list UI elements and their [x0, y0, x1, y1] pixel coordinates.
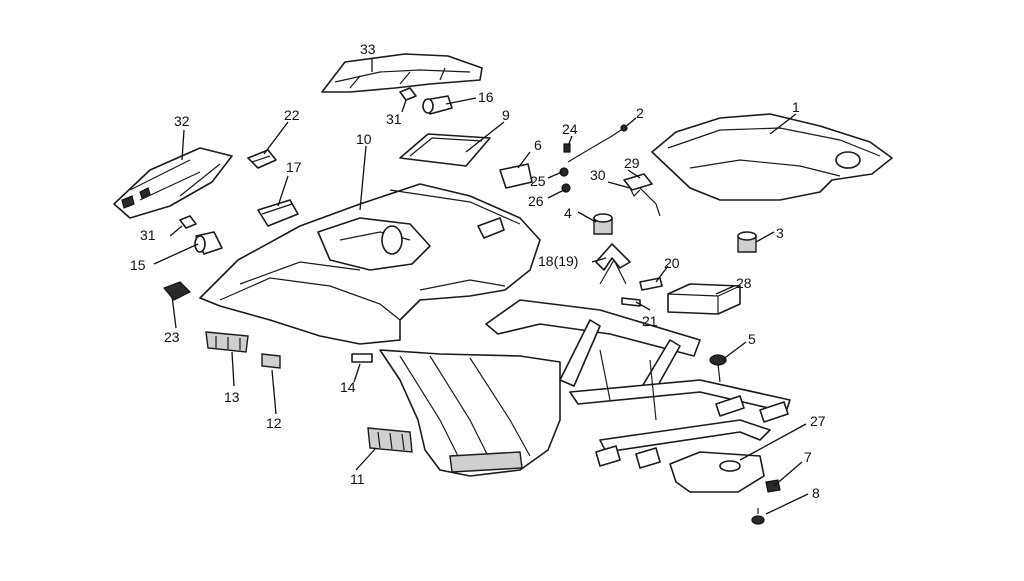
part-20-tab — [639, 277, 663, 291]
callout-11: 11 — [350, 471, 365, 487]
part-29-latch — [623, 173, 661, 217]
part-18-19-stay — [595, 243, 631, 285]
callout-15: 15 — [130, 257, 146, 273]
leader-lines — [153, 58, 809, 515]
callout-10: 10 — [356, 131, 372, 147]
part-7-clip — [765, 479, 781, 493]
callout-13: 13 — [224, 389, 240, 405]
part-6-bracket — [499, 163, 533, 189]
part-27-skid-plate — [669, 451, 765, 493]
part-1-seat — [651, 113, 893, 201]
part-11-plate — [367, 427, 413, 453]
part-mud-guard — [379, 349, 561, 477]
part-22-bracket — [247, 149, 277, 169]
callout-labels: 33 16 31 9 32 22 17 10 31 15 23 13 12 14… — [130, 41, 826, 501]
part-10-front-fender — [199, 183, 541, 345]
part-23-cap — [162, 281, 192, 301]
callout-7: 7 — [804, 449, 812, 465]
part-8-bolt — [751, 508, 765, 525]
callout-17: 17 — [286, 159, 302, 175]
callout-21: 21 — [642, 313, 658, 329]
callout-9: 9 — [502, 107, 510, 123]
part-33-rack-cover — [321, 53, 483, 93]
callout-26: 26 — [528, 193, 544, 209]
callout-14: 14 — [340, 379, 356, 395]
callout-1: 1 — [792, 99, 800, 115]
part-4-damper — [593, 213, 613, 235]
part-frame — [485, 299, 791, 469]
callout-12: 12 — [266, 415, 282, 431]
callout-8: 8 — [812, 485, 820, 501]
part-16-connector — [422, 95, 453, 115]
callout-18-19: 18(19) — [538, 253, 578, 269]
callout-23: 23 — [164, 329, 180, 345]
callout-22: 22 — [284, 107, 300, 123]
callout-27: 27 — [810, 413, 826, 429]
part-15-connector — [194, 231, 223, 255]
part-9-panel — [399, 133, 491, 167]
part-17-box — [257, 199, 299, 227]
part-31-clip-top — [399, 87, 417, 101]
part-3-grommet — [737, 231, 757, 253]
part-32-side-cover — [113, 147, 233, 219]
part-12-reflector — [261, 353, 281, 369]
callout-32: 32 — [174, 113, 190, 129]
part-5-bolt — [709, 354, 727, 383]
callout-3: 3 — [776, 225, 784, 241]
part-13-reflector — [205, 331, 249, 353]
callout-24: 24 — [562, 121, 578, 137]
callout-5: 5 — [748, 331, 756, 347]
callout-16: 16 — [478, 89, 494, 105]
part-31-clip-left — [179, 215, 197, 229]
callout-2: 2 — [636, 105, 644, 121]
callout-30: 30 — [590, 167, 606, 183]
part-24-bolt — [563, 143, 571, 153]
part-14-clip — [351, 353, 373, 363]
part-21-bolt — [621, 297, 641, 307]
callout-20: 20 — [664, 255, 680, 271]
callout-31-left: 31 — [140, 227, 156, 243]
callout-4: 4 — [564, 205, 572, 221]
callout-31-top: 31 — [386, 111, 402, 127]
callout-6: 6 — [534, 137, 542, 153]
callout-25: 25 — [530, 173, 546, 189]
callout-29: 29 — [624, 155, 640, 171]
part-25-washer — [559, 167, 569, 177]
callout-28: 28 — [736, 275, 752, 291]
callout-33: 33 — [360, 41, 376, 57]
